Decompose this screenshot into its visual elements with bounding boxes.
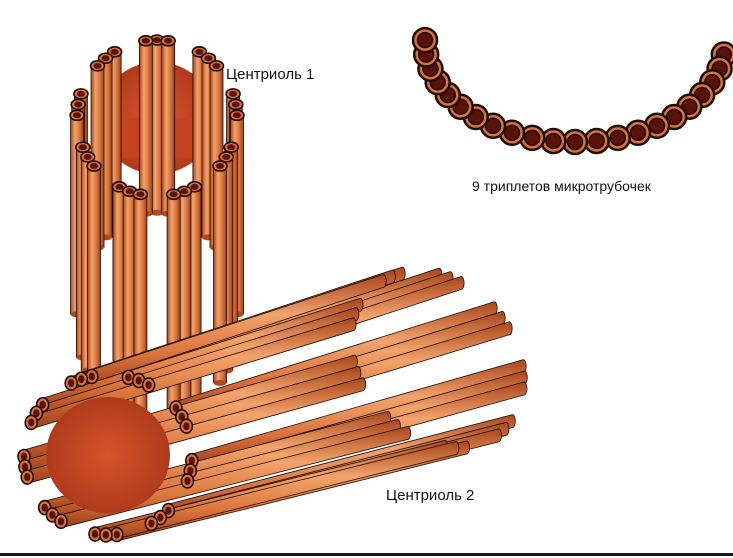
tubule-front-lumen bbox=[125, 373, 131, 381]
tubule-top-lumen bbox=[233, 112, 241, 118]
tubule-top-lumen bbox=[204, 55, 212, 61]
tubule-top-lumen bbox=[170, 191, 178, 197]
tubule-top-lumen bbox=[222, 154, 230, 160]
tubule-front-lumen bbox=[184, 477, 190, 485]
tubule-lumen bbox=[649, 118, 664, 133]
tubule-top-lumen bbox=[191, 184, 199, 190]
tubule-top-lumen bbox=[180, 188, 188, 194]
triplets-caption: 9 триплетов микротрубочек bbox=[472, 178, 651, 194]
centriole-1-tubule bbox=[162, 41, 175, 214]
tubule-front-lumen bbox=[58, 517, 64, 525]
tubule-lumen bbox=[546, 133, 561, 148]
tubule-top-lumen bbox=[90, 163, 98, 169]
tubule-top-lumen bbox=[136, 191, 144, 197]
centriole-1-tubule bbox=[87, 166, 100, 383]
tubule-top-lumen bbox=[94, 63, 102, 69]
tubule-top-lumen bbox=[84, 154, 92, 160]
tubule-lumen bbox=[568, 135, 583, 150]
tubule-top-lumen bbox=[195, 49, 203, 55]
tubule-front-lumen bbox=[68, 379, 74, 387]
tubule-front-lumen bbox=[183, 422, 189, 430]
tubule-bottom-end bbox=[214, 380, 227, 386]
tubule-front-lumen bbox=[136, 377, 142, 385]
triplets-ring bbox=[413, 28, 733, 154]
centriole-2-lumen bbox=[46, 397, 170, 513]
tubule-top-lumen bbox=[111, 49, 119, 55]
tubule-lumen bbox=[525, 130, 540, 145]
tubule-top-lumen bbox=[77, 91, 85, 97]
tubule-front-lumen bbox=[24, 473, 30, 481]
tubule-top-lumen bbox=[73, 112, 81, 118]
tubule-top-lumen bbox=[212, 63, 220, 69]
tubule-front-lumen bbox=[165, 507, 171, 515]
centriole-2-label: Центриоль 2 bbox=[386, 487, 474, 504]
tubule-front-lumen bbox=[49, 511, 55, 519]
tubule-front-lumen bbox=[78, 375, 84, 383]
tubule-front-lumen bbox=[28, 418, 34, 426]
tubule-top-lumen bbox=[142, 38, 150, 44]
tubule-lumen bbox=[504, 125, 519, 140]
tubule-top-lumen bbox=[74, 101, 82, 107]
bottom-border-line bbox=[0, 553, 733, 556]
tubule-top-lumen bbox=[229, 91, 237, 97]
tubule-top-lumen bbox=[126, 188, 134, 194]
tubule-front-lumen bbox=[89, 372, 95, 380]
tubule-front-lumen bbox=[114, 531, 120, 539]
tubule-top-lumen bbox=[232, 101, 240, 107]
tubule-front-lumen bbox=[145, 381, 151, 389]
centriole-1-tubule bbox=[139, 41, 152, 214]
tubule-lumen bbox=[589, 133, 604, 148]
tubule-top-lumen bbox=[216, 163, 224, 169]
tubule-front-lumen bbox=[157, 514, 163, 522]
tubule-lumen bbox=[418, 33, 433, 48]
tubule-lumen bbox=[610, 130, 625, 145]
tubule-top-lumen bbox=[79, 144, 87, 150]
tubule-top-lumen bbox=[164, 38, 172, 44]
tubule-front-lumen bbox=[148, 520, 154, 528]
tubule-top-lumen bbox=[227, 144, 235, 150]
tubule-front-lumen bbox=[103, 531, 109, 539]
tubule-lumen bbox=[631, 125, 646, 140]
tubule-top-lumen bbox=[115, 184, 123, 190]
centriole-1-label: Центриоль 1 bbox=[226, 66, 314, 83]
tubule-front-lumen bbox=[92, 530, 98, 538]
tubule-top-lumen bbox=[102, 55, 110, 61]
tubule-top-lumen bbox=[153, 37, 161, 43]
